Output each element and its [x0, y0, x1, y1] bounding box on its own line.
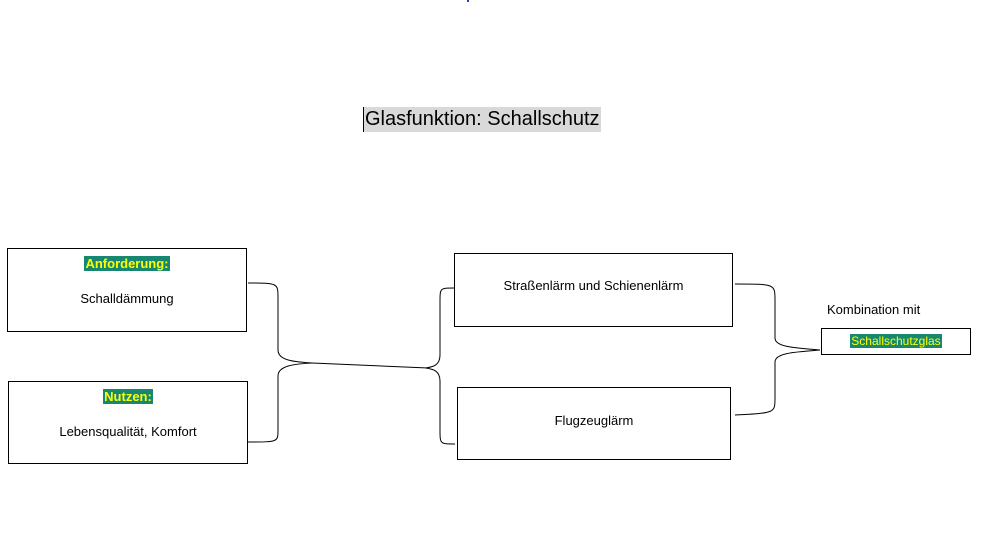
center-connector: [311, 362, 429, 369]
page-title: Glasfunktion: Schallschutz: [363, 107, 601, 132]
benefit-text: Lebensqualität, Komfort: [59, 424, 197, 439]
benefit-tag-label: Nutzen:: [103, 389, 153, 404]
combination-value: Schallschutzglas: [850, 334, 942, 348]
left-bracket: [247, 282, 313, 443]
combination-label: Kombination mit: [827, 302, 921, 317]
benefit-tag: Nutzen:: [9, 389, 247, 404]
noise-source-label: Straßenlärm und Schienenlärm: [503, 278, 684, 293]
cursor-dot: [467, 0, 469, 2]
noise-source-box-road-rail: Straßenlärm und Schienenlärm: [454, 253, 733, 327]
noise-source-box-aircraft: Flugzeuglärm: [457, 387, 731, 460]
requirement-tag-label: Anforderung:: [84, 256, 170, 271]
combination-box: Schallschutzglas: [821, 328, 971, 355]
requirement-text: Schalldämmung: [80, 291, 174, 306]
noise-source-label: Flugzeuglärm: [554, 413, 634, 428]
middle-bracket: [425, 287, 456, 445]
right-bracket: [734, 283, 821, 416]
requirement-box: Anforderung: Schalldämmung: [7, 248, 247, 332]
requirement-tag: Anforderung:: [8, 256, 246, 271]
combination-value-wrap: Schallschutzglas: [822, 334, 970, 348]
benefit-box: Nutzen: Lebensqualität, Komfort: [8, 381, 248, 464]
